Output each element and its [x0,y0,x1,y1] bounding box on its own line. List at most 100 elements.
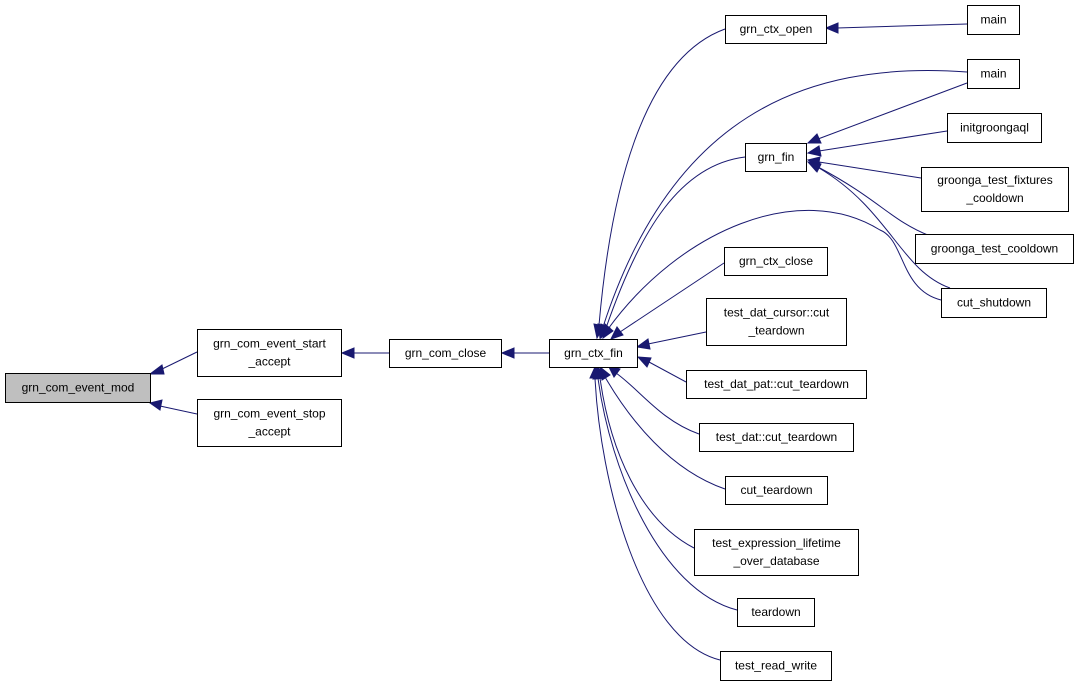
arrowhead [589,365,601,379]
node-box [915,234,1074,264]
arrowhead [148,399,163,411]
node-cut-shutdown[interactable]: cut_shutdown [941,288,1047,318]
node-groonga-test-fixtures-cooldown[interactable]: groonga_test_fixtures _cooldown [921,167,1069,212]
node-label: _accept [247,355,291,369]
edge-line [648,361,687,383]
node-label: test_dat::cut_teardown [716,430,837,444]
arrowhead [340,347,355,359]
edge-grn_ctx_open-to-grn_ctx_fin [593,28,726,340]
node-label: _over_database [732,554,819,568]
edge-test_dat_cut_teardown-to-grn_ctx_fin [607,364,700,435]
node-test-expression-lifetime-over-database[interactable]: test_expression_lifetime_over_database [694,529,859,576]
edge-groonga_test_fixtures_cooldown-to-grn_fin [806,156,922,179]
node-label: grn_ctx_open [740,22,813,36]
edge-main_1-to-grn_ctx_open [824,22,968,34]
edge-grn_ctx_fin-to-grn_com_close [500,347,549,359]
node-label: groonga_test_fixtures [937,173,1052,187]
edge-line [817,82,968,140]
edge-main_2-to-grn_fin [806,82,968,144]
node-label: initgroongaql [960,121,1029,135]
node-label: _teardown [747,324,804,338]
node-test-dat-pat-cut-teardown[interactable]: test_dat_pat::cut_teardown [686,370,867,399]
edge-line [159,351,198,371]
edge-main_2-to-grn_ctx_fin [597,70,968,340]
edge-line [599,377,695,549]
edge-line [817,166,931,237]
node-label: grn_fin [758,150,795,164]
node-box [725,476,828,505]
edge-line [836,23,968,29]
edge-line [615,372,700,435]
node-cut-teardown[interactable]: cut_teardown [725,476,828,505]
node-box [389,339,502,368]
edge-grn_com_event_stop_accept-to-grn_com_event_mod [148,399,198,415]
node-grn-ctx-open[interactable]: grn_ctx_open [725,15,827,44]
node-box [197,329,342,377]
node-box [724,247,828,276]
node-box [694,529,859,576]
edge-line [598,28,726,326]
node-grn-com-event-mod[interactable]: grn_com_event_mod [5,373,151,403]
node-test-read-write[interactable]: test_read_write [720,651,832,681]
edge-line [818,167,951,289]
node-grn-com-event-stop-accept[interactable]: grn_com_event_stop _accept [197,399,342,447]
node-box [941,288,1047,318]
node-label: main [980,67,1006,81]
node-label: grn_ctx_close [739,254,813,268]
arrowhead [148,364,165,375]
node-main-1[interactable]: main [967,5,1020,35]
node-initgroongaql[interactable]: initgroongaql [947,113,1042,143]
arrowhead [610,326,624,340]
node-grn-ctx-close[interactable]: grn_ctx_close [724,247,828,276]
node-test-dat-cursor-cut-teardown[interactable]: test_dat_cursor::cut_teardown [706,298,847,346]
edge-line [619,262,725,333]
arrowhead [806,133,822,144]
node-box [967,59,1020,89]
arrowhead [808,162,822,173]
edge-test_dat_pat_cut_teardown-to-grn_ctx_fin [636,356,687,383]
edge-initgroongaql-to-grn_fin [806,130,948,157]
edge-cut_shutdown-to-grn_fin [808,162,951,289]
node-test-dat-cut-teardown[interactable]: test_dat::cut_teardown [699,423,854,452]
edge-line [159,405,198,415]
nodes: grn_com_event_mod grn_com_event_start_acc… [5,5,1074,681]
edge-line [818,161,922,179]
node-box [197,399,342,447]
edge-line [602,70,968,328]
node-label: groonga_test_cooldown [931,242,1058,256]
arrowhead [806,145,822,157]
edge-line [605,156,746,329]
node-label: grn_com_event_stop [213,407,325,421]
node-label: test_dat_cursor::cut [724,306,830,320]
node-label: grn_com_event_mod [22,381,135,395]
node-box [947,113,1042,143]
edge-grn_com_close-to-grn_com_event_start_accept [340,347,389,359]
node-label: _accept [247,425,291,439]
node-box [720,651,832,681]
edge-line [818,130,948,152]
node-box [921,167,1069,212]
edge-grn_com_event_start_accept-to-grn_com_event_mod [148,351,198,375]
node-grn-com-event-start-accept[interactable]: grn_com_event_start_accept [197,329,342,377]
node-grn-com-close[interactable]: grn_com_close [389,339,502,368]
node-teardown[interactable]: teardown [737,598,815,627]
node-label: test_read_write [735,659,817,673]
edge-cut_shutdown-to-grn_ctx_fin [602,209,942,340]
node-main-2[interactable]: main [967,59,1020,89]
edge-line [647,331,707,345]
arrowhead [824,22,839,34]
node-grn-ctx-fin[interactable]: grn_ctx_fin [549,339,638,368]
edges [148,22,968,661]
edge-line [597,377,738,611]
edge-line [594,377,721,661]
edge-line [607,209,942,330]
edge-test_read_write-to-grn_ctx_fin [589,365,721,661]
node-grn-fin[interactable]: grn_fin [745,143,807,172]
node-box [549,339,638,368]
node-label: _cooldown [965,191,1023,205]
node-label: cut_teardown [740,483,812,497]
node-label: teardown [751,605,800,619]
node-box [686,370,867,399]
node-box [706,298,847,346]
node-groonga-test-cooldown[interactable]: groonga_test_cooldown [915,234,1074,264]
